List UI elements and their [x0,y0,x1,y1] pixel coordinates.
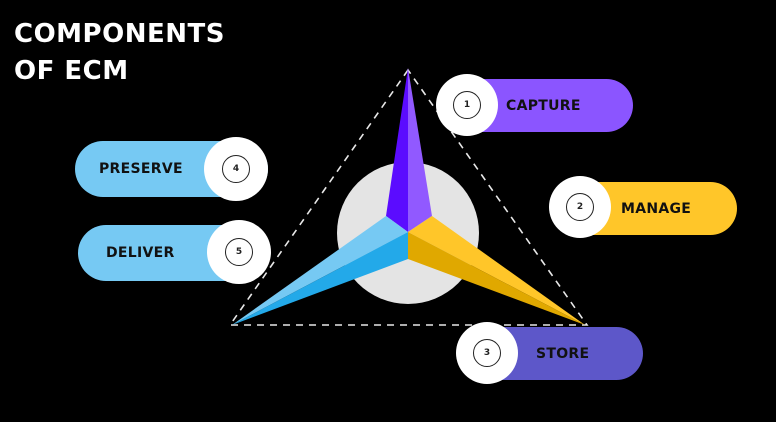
number-badge: 3 [456,322,518,384]
number-1: 1 [453,91,481,119]
dashed-triangle [228,68,589,326]
number-badge: 5 [207,220,271,284]
number-badge: 1 [436,74,498,136]
component-label: PRESERVE [99,161,183,177]
component-label: MANAGE [621,200,692,217]
title-line-1: COMPONENTS [14,19,225,49]
number-2: 2 [566,193,594,221]
number-badge: 2 [549,176,611,238]
spike-left-lower [232,232,408,325]
title-line-2: OF ECM [14,56,129,86]
number-3: 3 [473,339,501,367]
page-title: COMPONENTS OF ECM [14,16,225,90]
spike-right-lower [408,232,585,325]
component-label: STORE [536,345,590,362]
spike-right-upper [408,216,585,325]
component-label: CAPTURE [506,97,581,114]
number-4: 4 [222,155,250,183]
spike-top-left [386,68,408,232]
spike-left-upper [232,216,408,325]
spike-top-right [408,68,432,232]
number-badge: 4 [204,137,268,201]
component-label: DELIVER [106,245,175,261]
number-5: 5 [225,238,253,266]
